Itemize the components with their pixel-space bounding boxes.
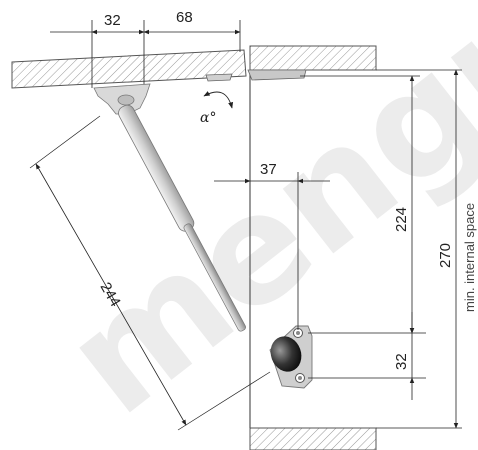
dim-270-label: 270 [437, 243, 454, 268]
cabinet-top-panel [249, 45, 377, 71]
lid-panel [11, 49, 247, 89]
dim-68-top-label: 68 [176, 9, 193, 26]
dimension-224 [300, 75, 426, 334]
dim-224-label: 224 [393, 207, 410, 232]
gas-spring-rod [183, 223, 246, 332]
angle-alpha-label: α° [200, 110, 216, 126]
dimension-37 [214, 172, 330, 330]
cabinet-bracket [269, 325, 313, 389]
min-internal-space-label: min. internal space [462, 203, 477, 312]
dimension-270 [376, 69, 462, 429]
opening-angle-arc [203, 91, 234, 109]
dim-32-bottom-label: 32 [393, 353, 410, 370]
dim-32-top-label: 32 [104, 12, 121, 29]
dimension-32-bottom [308, 312, 426, 400]
gas-spring-body [118, 104, 195, 232]
dimension-244 [29, 115, 271, 431]
dimension-top [50, 20, 241, 88]
dim-37-label: 37 [260, 161, 277, 178]
hinge [205, 69, 307, 82]
cabinet-bottom-panel [249, 427, 377, 450]
